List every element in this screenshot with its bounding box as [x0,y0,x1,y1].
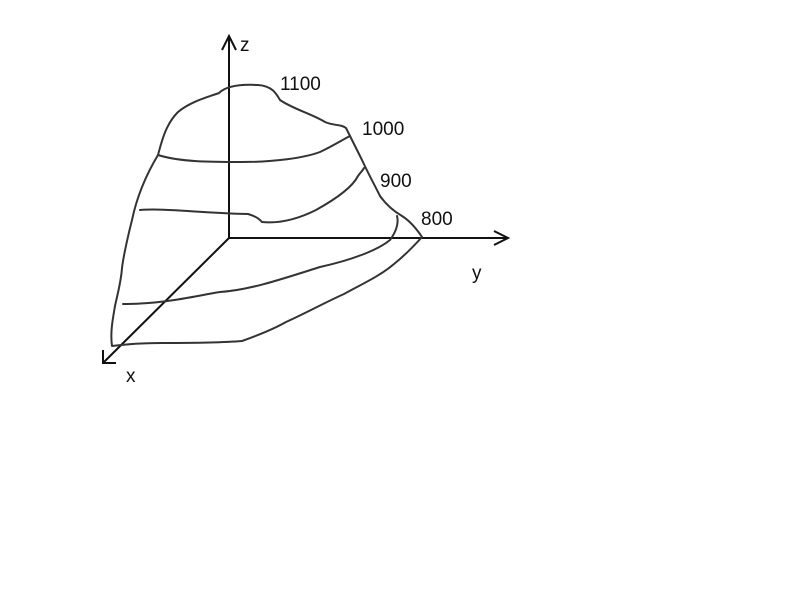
contour-label-900: 900 [380,171,412,192]
terrain-outline [110,83,423,347]
contour-line-800 [122,215,399,305]
x-axis-arrowhead [102,350,116,364]
contour-line-1000 [157,135,351,163]
y-axis-label: y [472,263,482,284]
y-axis-arrowhead [493,230,511,246]
contour-label-1100: 1100 [280,74,321,95]
x-axis-label: x [126,366,136,387]
contour-label-1000: 1000 [362,119,404,140]
z-axis-arrowhead [221,33,237,51]
contour-line-900 [139,167,365,224]
z-axis-label: z [240,35,250,56]
contour-label-800: 800 [421,209,453,230]
